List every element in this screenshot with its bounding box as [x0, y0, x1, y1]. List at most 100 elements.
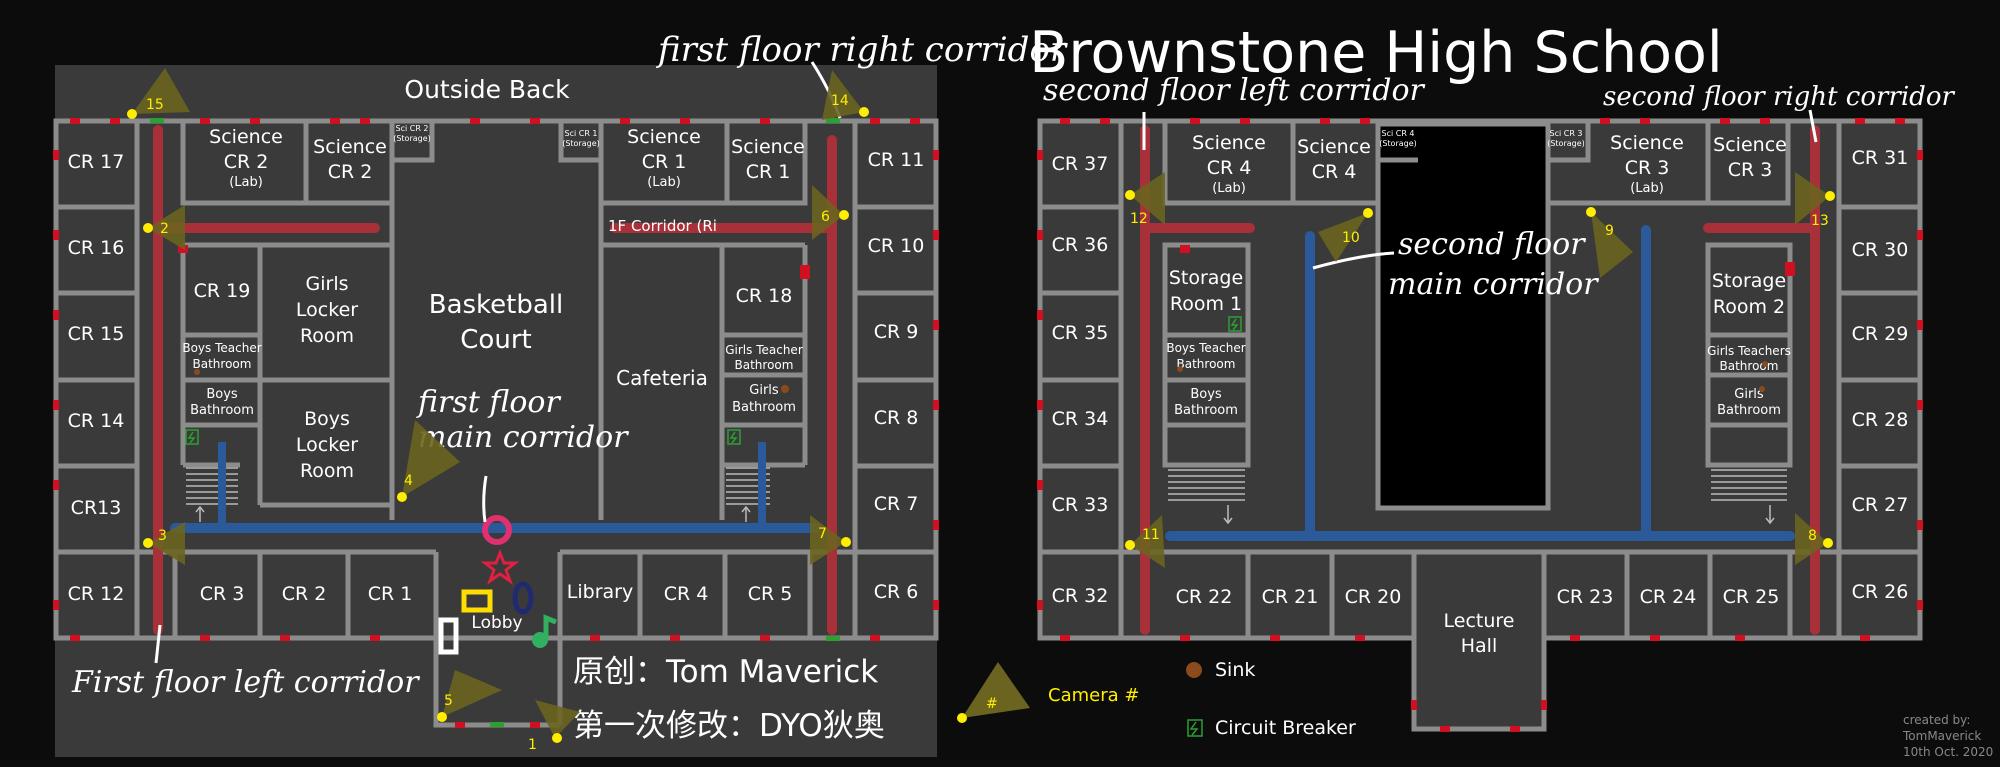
room-cr19: CR 19: [194, 280, 251, 302]
room-science-cr1-a: Science: [731, 136, 805, 158]
room-sci-cr2-storage-b: (Storage): [393, 134, 431, 143]
room-science-cr1-lab-a: Science: [627, 126, 701, 148]
first-floor-stairs-left: [186, 467, 238, 505]
camera-icon: [127, 68, 190, 119]
camera-icon: [143, 522, 185, 565]
room-2f-girls-bathroom-b: Bathroom: [1717, 403, 1781, 418]
camera-icon: [397, 420, 460, 502]
room-sci-cr1-storage-b: (Storage): [562, 139, 600, 148]
room-cr1: CR 1: [368, 583, 413, 605]
room-lecture-hall-b: Hall: [1461, 635, 1498, 657]
room-girls-locker-c: Room: [300, 325, 354, 347]
room-cr37: CR 37: [1052, 153, 1109, 175]
room-science-cr1-lab-c: (Lab): [647, 175, 681, 190]
cameras: 1 2 3 4 5 6 7 8 9 10 11 12 13 14 15: [127, 68, 1835, 753]
pointer-line: [154, 624, 162, 664]
room-science-cr2-lab-b: CR 2: [224, 151, 269, 173]
camera-number: 5: [444, 693, 453, 709]
room-2f-girls-teachers-bathroom-a: Girls Teachers: [1707, 344, 1791, 358]
room-cr17: CR 17: [68, 151, 125, 173]
signature-line-2: TomMaverick: [1902, 729, 1981, 743]
room-girls-locker-b: Locker: [296, 299, 358, 321]
room-lobby: Lobby: [471, 613, 522, 633]
room-cr31: CR 31: [1852, 147, 1909, 169]
room-cr29: CR 29: [1852, 323, 1909, 345]
camera-icon: [1795, 172, 1835, 225]
ellipse-marker-icon: [512, 581, 534, 615]
room-cr9: CR 9: [874, 321, 919, 343]
camera-icon: [535, 700, 580, 743]
camera-number: 6: [821, 209, 830, 225]
room-2f-boys-teacher-bathroom-a: Boys Teacher: [1166, 341, 1245, 355]
room-sci-cr4-storage-b: (Storage): [1379, 139, 1417, 148]
room-boys-bathroom-b: Bathroom: [190, 403, 254, 418]
first-floor-doors: [53, 118, 939, 728]
room-science-cr1-lab-b: CR 1: [642, 151, 687, 173]
room-science-cr1-b: CR 1: [746, 161, 791, 183]
legend: # Camera # Sink Circuit Breaker: [957, 659, 1356, 739]
room-library: Library: [567, 581, 633, 603]
room-2f-girls-teachers-bathroom-b: Bathroom: [1720, 359, 1779, 373]
room-science-cr2-lab-c: (Lab): [229, 175, 263, 190]
music-note-marker-icon: [532, 614, 557, 648]
first-floor-mid-right: [601, 242, 808, 520]
room-cr21: CR 21: [1262, 586, 1319, 608]
rectangle-marker-icon: [461, 589, 493, 613]
camera-icon: [437, 670, 502, 722]
room-storage-1-a: Storage: [1169, 267, 1243, 289]
room-cr23: CR 23: [1557, 586, 1614, 608]
room-cr6: CR 6: [874, 581, 919, 603]
room-sci-cr3-storage-a: Sci CR 3: [1549, 129, 1582, 138]
legend-sink-icon: [1186, 662, 1202, 678]
legend-breaker-label: Circuit Breaker: [1215, 717, 1356, 739]
annotation-first-floor-left-corridor: First floor left corridor: [71, 665, 420, 700]
room-boys-locker-a: Boys: [304, 408, 350, 430]
sink-icon: [1762, 361, 1768, 367]
room-basketball-court-b: Court: [460, 325, 531, 355]
camera-number: 8: [1808, 528, 1817, 544]
room-science-cr3-lab-b: CR 3: [1625, 157, 1670, 179]
arrow-down-icon: [1765, 505, 1775, 525]
camera-number: 4: [404, 473, 413, 489]
camera-number: 1: [528, 737, 537, 753]
second-floor-stairs: [1168, 469, 1787, 501]
room-cr25: CR 25: [1723, 586, 1780, 608]
room-storage-2-a: Storage: [1712, 270, 1786, 292]
room-boys-teacher-bathroom-b: Bathroom: [193, 357, 252, 371]
pointer-line: [1808, 109, 1818, 143]
room-cr18: CR 18: [736, 285, 793, 307]
room-cr10: CR 10: [868, 235, 925, 257]
room-science-cr2-b: CR 2: [328, 161, 373, 183]
camera-number: 11: [1142, 527, 1160, 543]
first-floor-mid-left: [180, 242, 392, 508]
room-girls-bathroom-b: Bathroom: [732, 400, 796, 415]
credit-modified: 第一次修改：DYO狄奥: [573, 708, 885, 744]
camera-icon: [1318, 208, 1373, 262]
room-girls-bathroom-a: Girls: [749, 383, 779, 398]
sink-icon: [781, 385, 789, 393]
room-cr33: CR 33: [1052, 494, 1109, 516]
room-cr16: CR 16: [68, 237, 125, 259]
legend-camera-symbol: #: [986, 696, 998, 712]
room-boys-bathroom-a: Boys: [206, 387, 238, 402]
pointer-line: [482, 475, 488, 523]
room-sci-cr4-storage-a: Sci CR 4: [1381, 129, 1414, 138]
first-floor-exit-doors: [150, 118, 840, 727]
room-cr14: CR 14: [68, 410, 125, 432]
room-cr27: CR 27: [1852, 494, 1909, 516]
camera-number: 3: [158, 528, 167, 544]
room-cr5: CR 5: [748, 583, 793, 605]
camera-number: 2: [160, 221, 169, 237]
lobby-markers: [438, 515, 557, 655]
first-floor: Outside Back: [53, 30, 1068, 757]
first-floor-top-rooms: [180, 121, 808, 520]
camera-icon: [810, 515, 851, 565]
sink-icon: [194, 369, 200, 375]
annotation-first-floor-right-corridor: first floor right corridor: [655, 30, 1068, 70]
ring-marker-icon: [482, 515, 512, 545]
room-girls-locker-a: Girls: [306, 273, 349, 295]
outside-back-label: Outside Back: [404, 75, 570, 104]
room-storage-2-b: Room 2: [1713, 296, 1785, 318]
room-cr28: CR 28: [1852, 409, 1909, 431]
room-cr8: CR 8: [874, 407, 919, 429]
